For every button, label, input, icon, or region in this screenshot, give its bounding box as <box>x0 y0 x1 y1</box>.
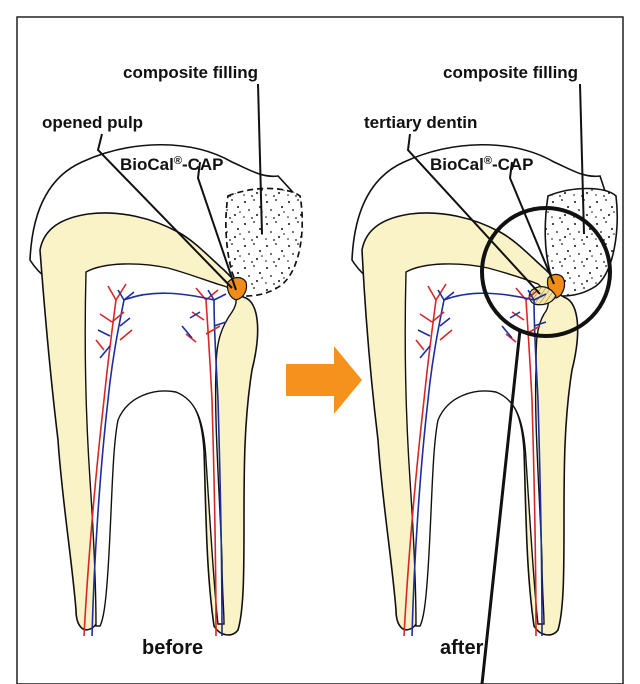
after-label-composite-filling: composite filling <box>443 63 578 82</box>
before-caption: before <box>142 637 203 659</box>
after-caption: after <box>440 637 484 659</box>
before-label-composite-filling: composite filling <box>123 63 258 82</box>
before-label-biocal-cap: BioCal®-CAP <box>120 155 224 174</box>
after-label-biocal-cap: BioCal®-CAP <box>430 155 534 174</box>
after-label-tertiary-dentin: tertiary dentin <box>364 113 477 132</box>
before-label-opened-pulp: opened pulp <box>42 113 143 132</box>
